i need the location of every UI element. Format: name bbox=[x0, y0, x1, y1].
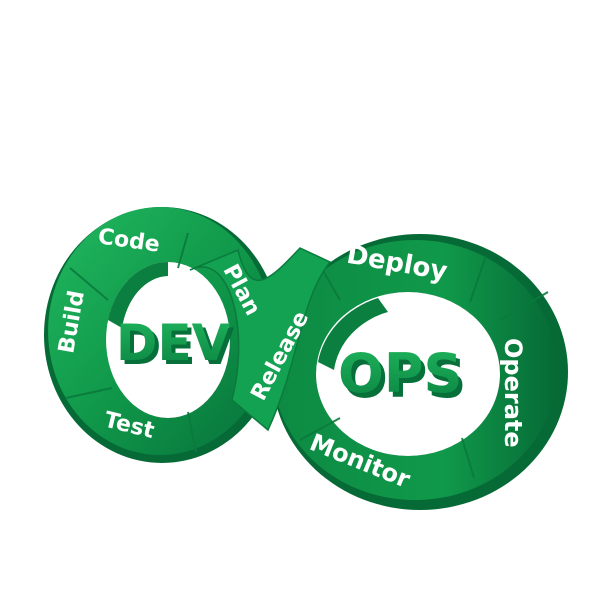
ops-center-word: OPS OPS bbox=[338, 342, 466, 410]
svg-text:OPS: OPS bbox=[338, 342, 462, 405]
svg-text:OPS: OPS bbox=[342, 347, 466, 410]
svg-text:DEV: DEV bbox=[120, 318, 235, 376]
svg-text:DEV: DEV bbox=[116, 314, 231, 372]
release-bridge bbox=[189, 247, 332, 432]
dev-center-word: DEV DEV bbox=[116, 314, 235, 376]
stage-operate: Operate bbox=[499, 338, 527, 448]
ops-loop bbox=[272, 234, 568, 510]
